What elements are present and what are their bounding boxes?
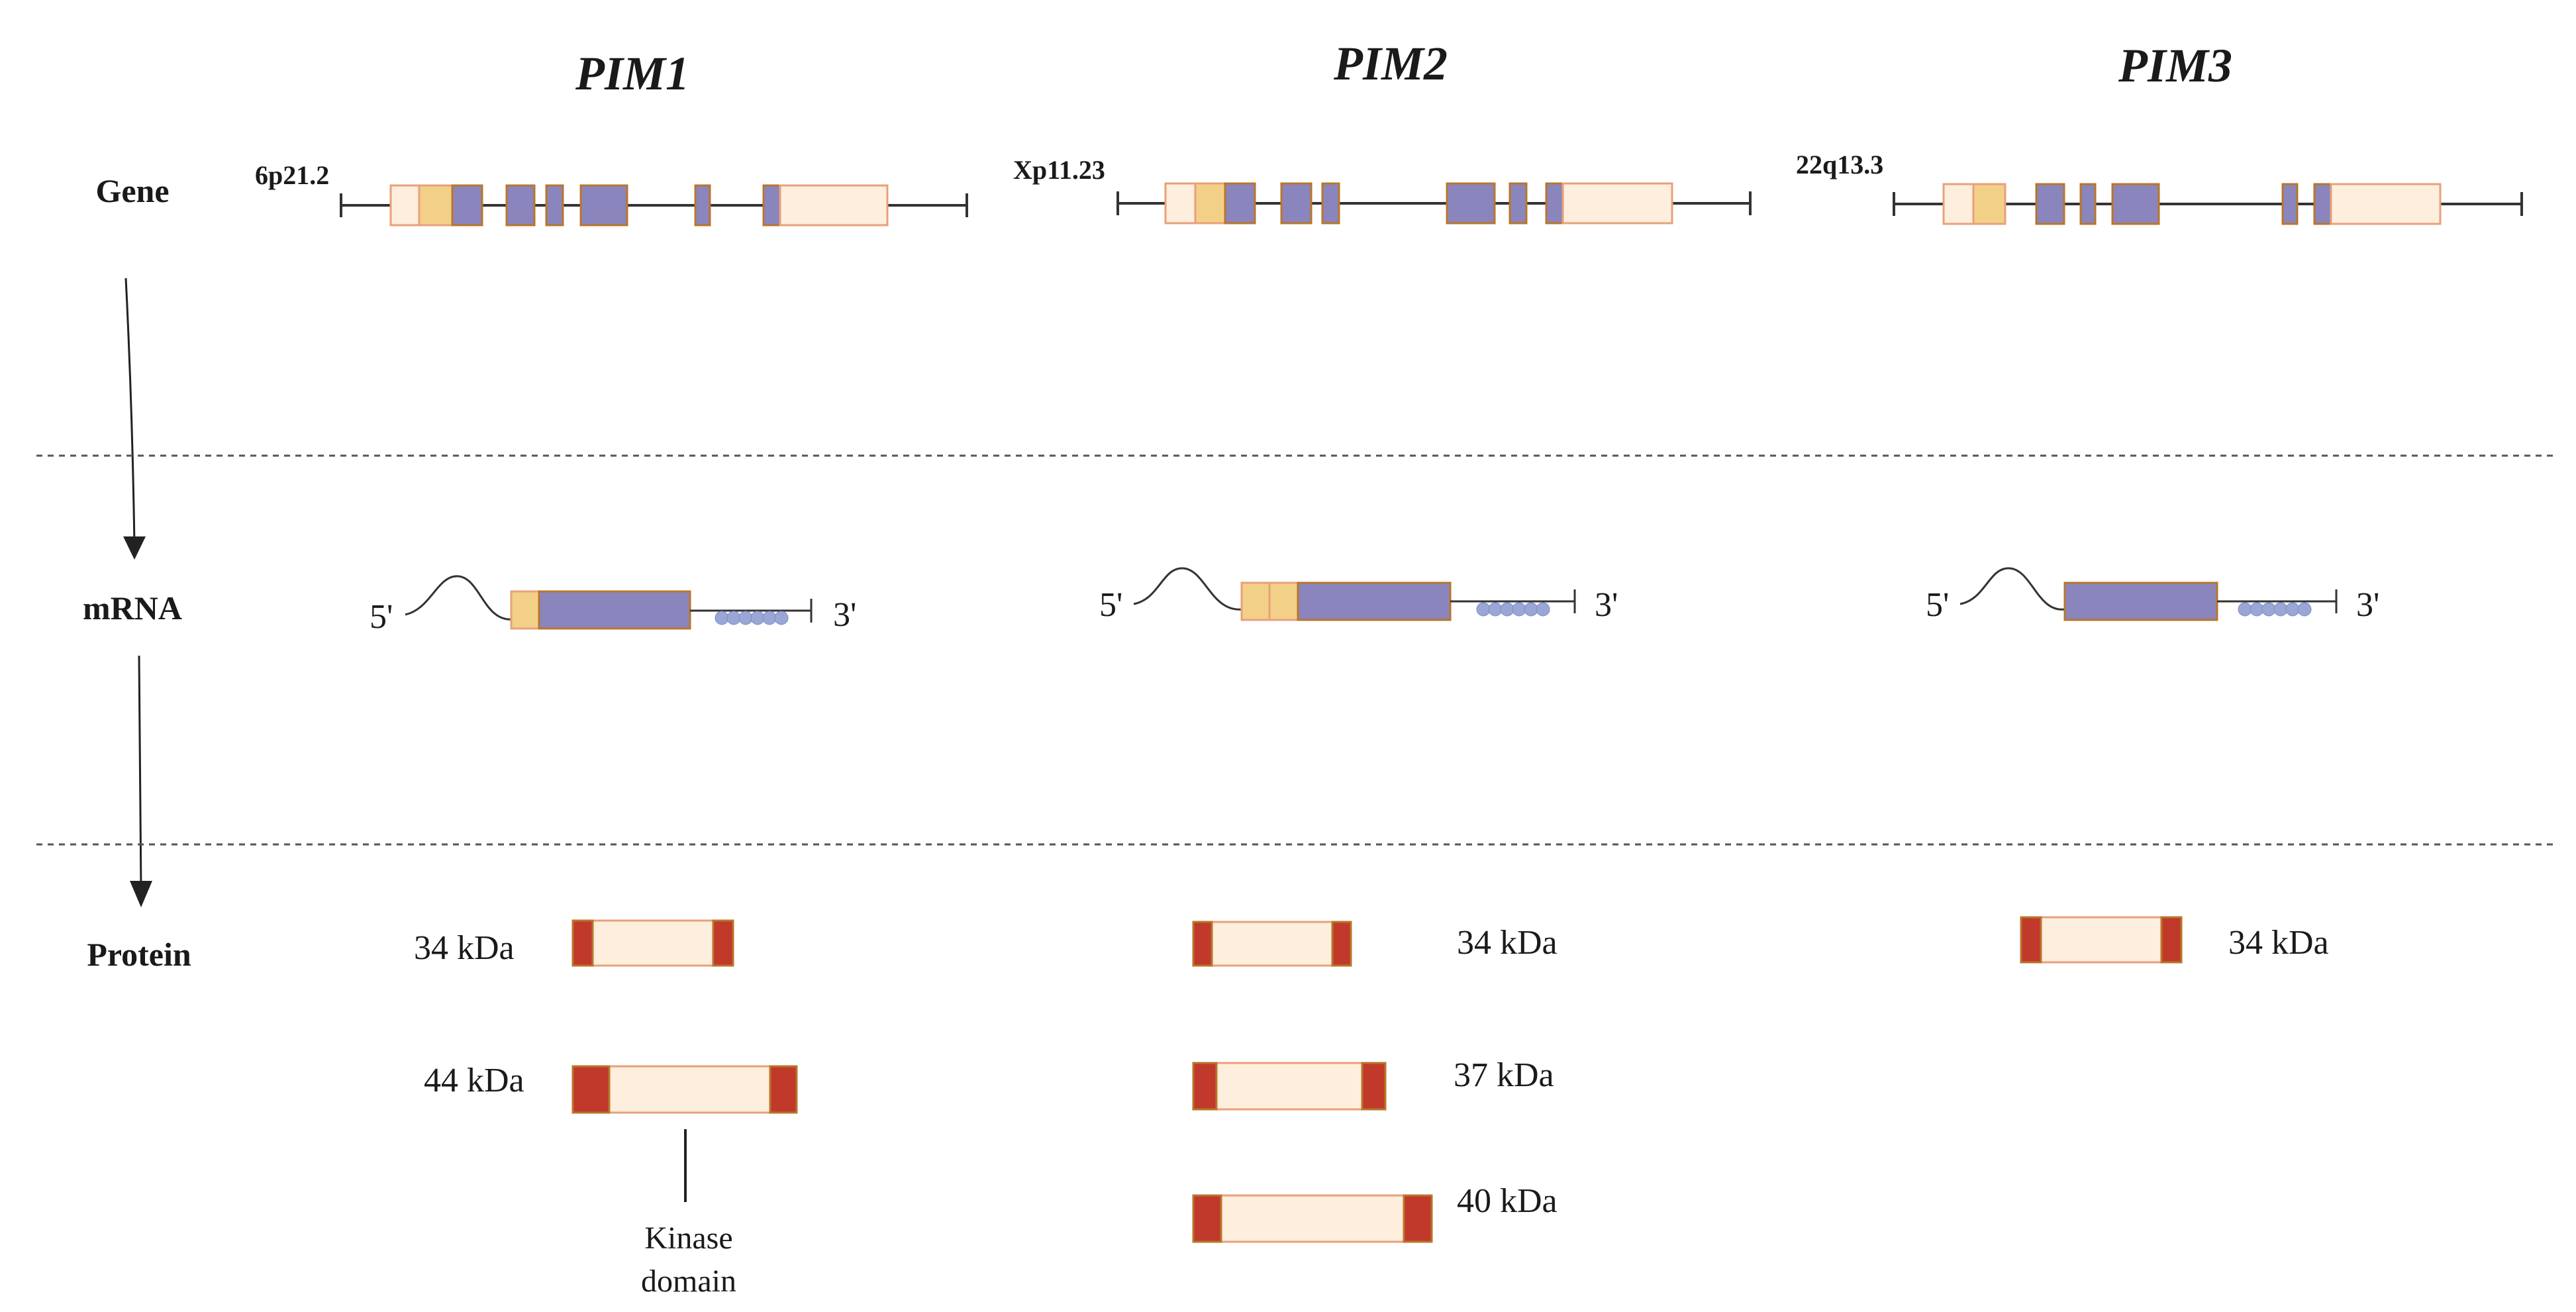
pim1-mrna-5-cap-curve [405, 575, 514, 621]
gene-to-mrna-arrow [124, 278, 136, 547]
pim3-exon [2035, 183, 2065, 225]
pim1-proteins: 34 kDa 44 kDa Kinase domain [414, 919, 798, 1299]
kinase-domain-label-line2: domain [641, 1264, 736, 1299]
pim1-exon [545, 184, 564, 227]
pim1-exon [762, 184, 781, 227]
pim1-utr5-light [389, 184, 421, 227]
pim2-title: PIM2 [1333, 37, 1448, 90]
pim1-mrna-5prime: 5' [370, 598, 393, 636]
pim3-locus: 22q13.3 [1796, 150, 1883, 179]
pim1-exon [579, 184, 628, 227]
pim3-mrna-5prime: 5' [1926, 586, 1949, 624]
pim2-utr5-yellow [1194, 182, 1226, 225]
pim1-mrna-cds [538, 590, 691, 630]
row-label-protein: Protein [87, 936, 191, 973]
pim1-utr5-yellow [418, 184, 454, 227]
pim3-mrna: 5' 3' [1926, 567, 2379, 624]
pim3-polya-tail [2238, 602, 2312, 617]
pim2-mrna-cds [1297, 581, 1452, 621]
pim1-protein-34-label: 34 kDa [414, 929, 515, 967]
pim1-title: PIM1 [575, 47, 689, 100]
gene-to-mrna-arrowhead [123, 536, 146, 560]
mrna-to-protein-arrow [138, 655, 142, 891]
pim1-gene-structure: 6p21.2 [255, 160, 968, 227]
pim1-exon [505, 184, 536, 227]
pim2-protein-34 [1192, 921, 1352, 967]
pim3-mrna-cds [2063, 581, 2218, 621]
pim2-gene-structure: Xp11.23 [1013, 155, 1752, 225]
pim3-proteins: 34 kDa [2020, 916, 2329, 964]
pim3-utr3-light [2330, 183, 2442, 225]
pim2-exon [1545, 182, 1564, 225]
pim1-polya-tail [715, 611, 789, 625]
pim2-exon [1446, 182, 1496, 225]
pim2-protein-40 [1192, 1194, 1433, 1243]
pim1-protein-34 [571, 919, 734, 967]
row-label-gene: Gene [95, 172, 169, 209]
pim3-exon [2079, 183, 2097, 225]
pim2-exon [1280, 182, 1313, 225]
pim3-exon [2281, 183, 2299, 225]
flow-arrows [123, 278, 152, 907]
pim3-protein-34-label: 34 kDa [2228, 924, 2329, 962]
pim2-mrna-5prime: 5' [1099, 586, 1122, 624]
pim1-protein-44-label: 44 kDa [424, 1062, 524, 1099]
pim1-protein-44 [571, 1065, 798, 1114]
pim3-exon [2111, 183, 2160, 225]
pim1-mrna-utr5 [510, 590, 540, 630]
pim2-mrna-5-cap-curve [1133, 567, 1244, 611]
pim2-mrna-utr5-b [1268, 581, 1299, 621]
pim2-protein-37 [1192, 1062, 1387, 1111]
pim2-utr5-light [1164, 182, 1197, 225]
pim2-exon [1224, 182, 1256, 225]
pim2-utr3-light [1561, 182, 1673, 225]
pim2-mrna-3prime: 3' [1595, 586, 1618, 624]
mrna-to-protein-arrowhead [130, 881, 152, 907]
pim2-proteins: 34 kDa 37 kDa 40 kDa [1192, 921, 1558, 1243]
pim2-protein-34-label: 34 kDa [1457, 924, 1558, 962]
pim2-protein-40-label: 40 kDa [1457, 1182, 1558, 1220]
pim3-protein-34 [2020, 916, 2183, 964]
pim2-exon [1509, 182, 1528, 225]
pim1-mrna-3prime: 3' [833, 596, 856, 634]
pim1-mrna: 5' 3' [370, 575, 856, 636]
kinase-domain-label-line1: Kinase [644, 1221, 732, 1256]
pim3-utr5-yellow [1972, 183, 2006, 225]
pim2-locus: Xp11.23 [1013, 155, 1105, 185]
pim1-locus: 6p21.2 [255, 160, 329, 190]
pim2-protein-37-label: 37 kDa [1454, 1056, 1554, 1094]
pim3-utr5-light [1942, 183, 1975, 225]
pim3-mrna-3prime: 3' [2356, 586, 2379, 624]
pim2-mrna: 5' 3' [1099, 567, 1618, 624]
pim1-utr3-light [779, 184, 889, 227]
pim3-title: PIM3 [2118, 39, 2232, 92]
row-label-mrna: mRNA [83, 589, 182, 627]
pim3-gene-structure: 22q13.3 [1796, 150, 2523, 225]
pim1-exon [694, 184, 711, 227]
pim3-mrna-5-cap-curve [1959, 567, 2065, 611]
pim2-exon [1321, 182, 1340, 225]
pim2-mrna-utr5-a [1240, 581, 1271, 621]
pim2-polya-tail [1476, 602, 1550, 617]
pim3-exon [2313, 183, 2332, 225]
pim1-exon [451, 184, 483, 227]
